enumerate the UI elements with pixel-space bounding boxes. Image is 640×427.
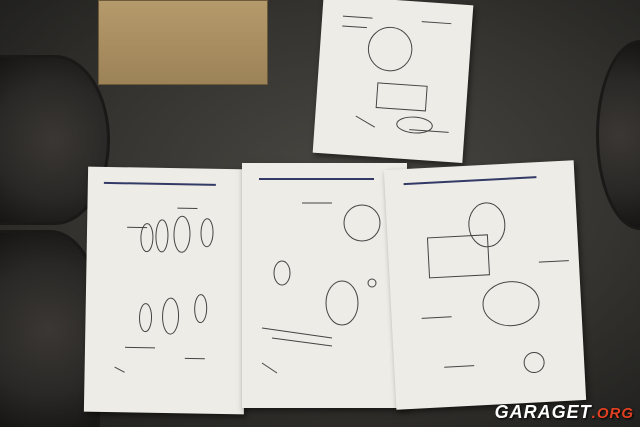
cardboard-box bbox=[98, 0, 268, 85]
parts-diagram-sheet-left bbox=[83, 166, 249, 415]
watermark-suffix: .ORG bbox=[591, 405, 634, 422]
parts-diagram-sheet-top bbox=[312, 0, 474, 164]
drum-lid-bottom bbox=[0, 230, 100, 427]
sheet-header-rule bbox=[258, 177, 374, 180]
watermark-main: GARAGET bbox=[494, 402, 592, 422]
watermark-logo: GARAGET.ORG bbox=[495, 402, 634, 423]
parts-diagram-sheet-right bbox=[383, 160, 587, 410]
parts-diagram-sheet-middle bbox=[242, 163, 407, 408]
